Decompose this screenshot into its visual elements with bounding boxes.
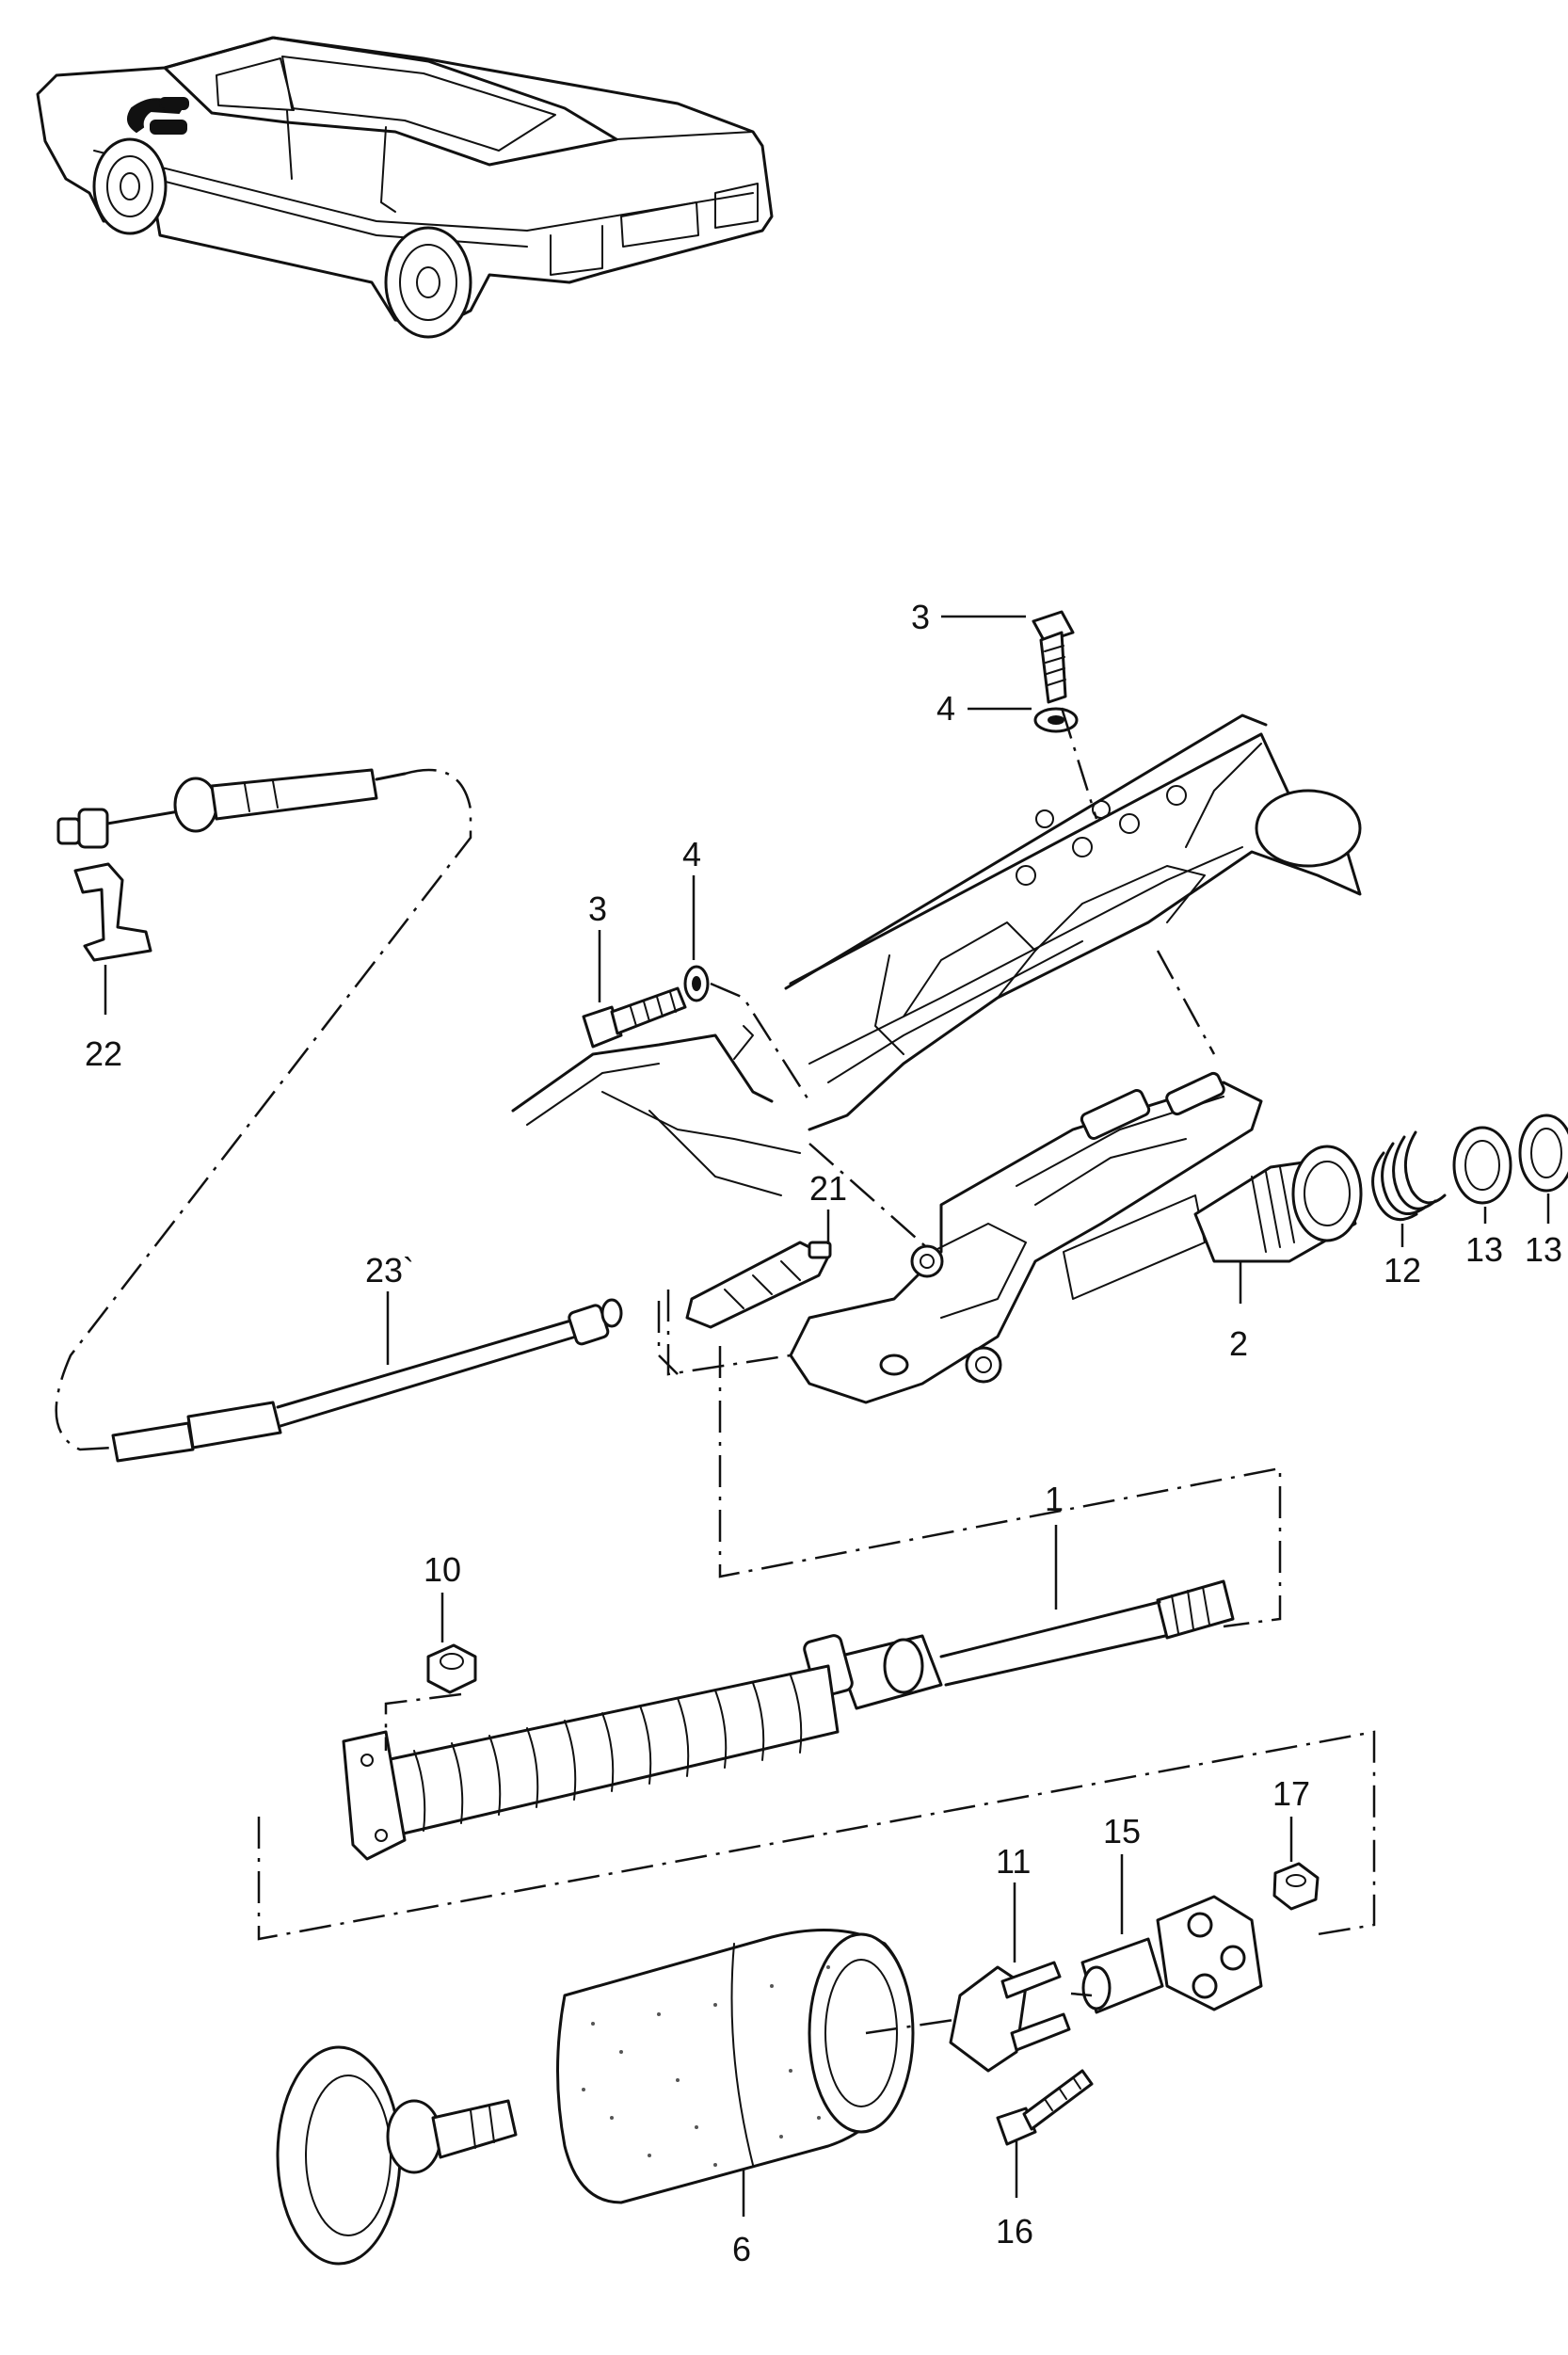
part-11-studs bbox=[949, 1961, 1071, 2073]
callout-4-upper: 4 bbox=[936, 689, 955, 728]
part-3-bolt-upper bbox=[1032, 610, 1075, 704]
callout-4-left: 4 bbox=[682, 835, 701, 873]
part-15-coupling bbox=[1080, 1895, 1263, 2014]
callout-13-a: 13 bbox=[1465, 1230, 1503, 1269]
callout-6: 6 bbox=[732, 2230, 751, 2268]
part-6-cover bbox=[556, 1928, 915, 2204]
part-16-bolt bbox=[996, 2069, 1094, 2146]
callout-11: 11 bbox=[996, 1842, 1031, 1881]
car-locator-illustration bbox=[36, 36, 774, 339]
body-cross-member bbox=[511, 713, 1362, 1196]
assembly-lines bbox=[257, 707, 1376, 2035]
part-1-steering-shaft bbox=[342, 1579, 1235, 1861]
steering-flange bbox=[276, 2045, 518, 2266]
callout-2: 2 bbox=[1229, 1324, 1248, 1363]
callout-3-upper: 3 bbox=[911, 598, 930, 636]
callout-17: 17 bbox=[1272, 1774, 1310, 1813]
part-21-switch bbox=[685, 1241, 832, 1329]
part-2-column-housing bbox=[789, 1071, 1363, 1404]
callout-3-left: 3 bbox=[588, 889, 607, 928]
part-22-clip bbox=[73, 862, 152, 962]
callout-12: 12 bbox=[1384, 1251, 1421, 1290]
callout-23: 23` bbox=[365, 1251, 414, 1290]
callout-21: 21 bbox=[809, 1169, 847, 1208]
part-12-spring bbox=[1371, 1130, 1447, 1222]
part-13-ring-a bbox=[1452, 1126, 1512, 1205]
part-13-ring-b bbox=[1518, 1113, 1568, 1193]
callout-16: 16 bbox=[996, 2212, 1033, 2251]
callout-10: 10 bbox=[424, 1550, 461, 1589]
part-10-nut bbox=[426, 1643, 477, 1694]
part-3-bolt-left bbox=[582, 986, 687, 1049]
part-17-nut bbox=[1272, 1862, 1320, 1911]
part-4-washer-upper bbox=[1033, 707, 1079, 733]
callout-13-b: 13 bbox=[1525, 1230, 1562, 1269]
part-23-cable bbox=[55, 768, 623, 1463]
callout-15: 15 bbox=[1103, 1812, 1141, 1850]
callout-1: 1 bbox=[1045, 1480, 1064, 1518]
part-4-washer-left bbox=[683, 965, 710, 1002]
callouts: 3 4 4 3 22 23` 21 12 13 13 2 1 1 bbox=[85, 598, 1562, 2268]
callout-22: 22 bbox=[85, 1034, 122, 1073]
